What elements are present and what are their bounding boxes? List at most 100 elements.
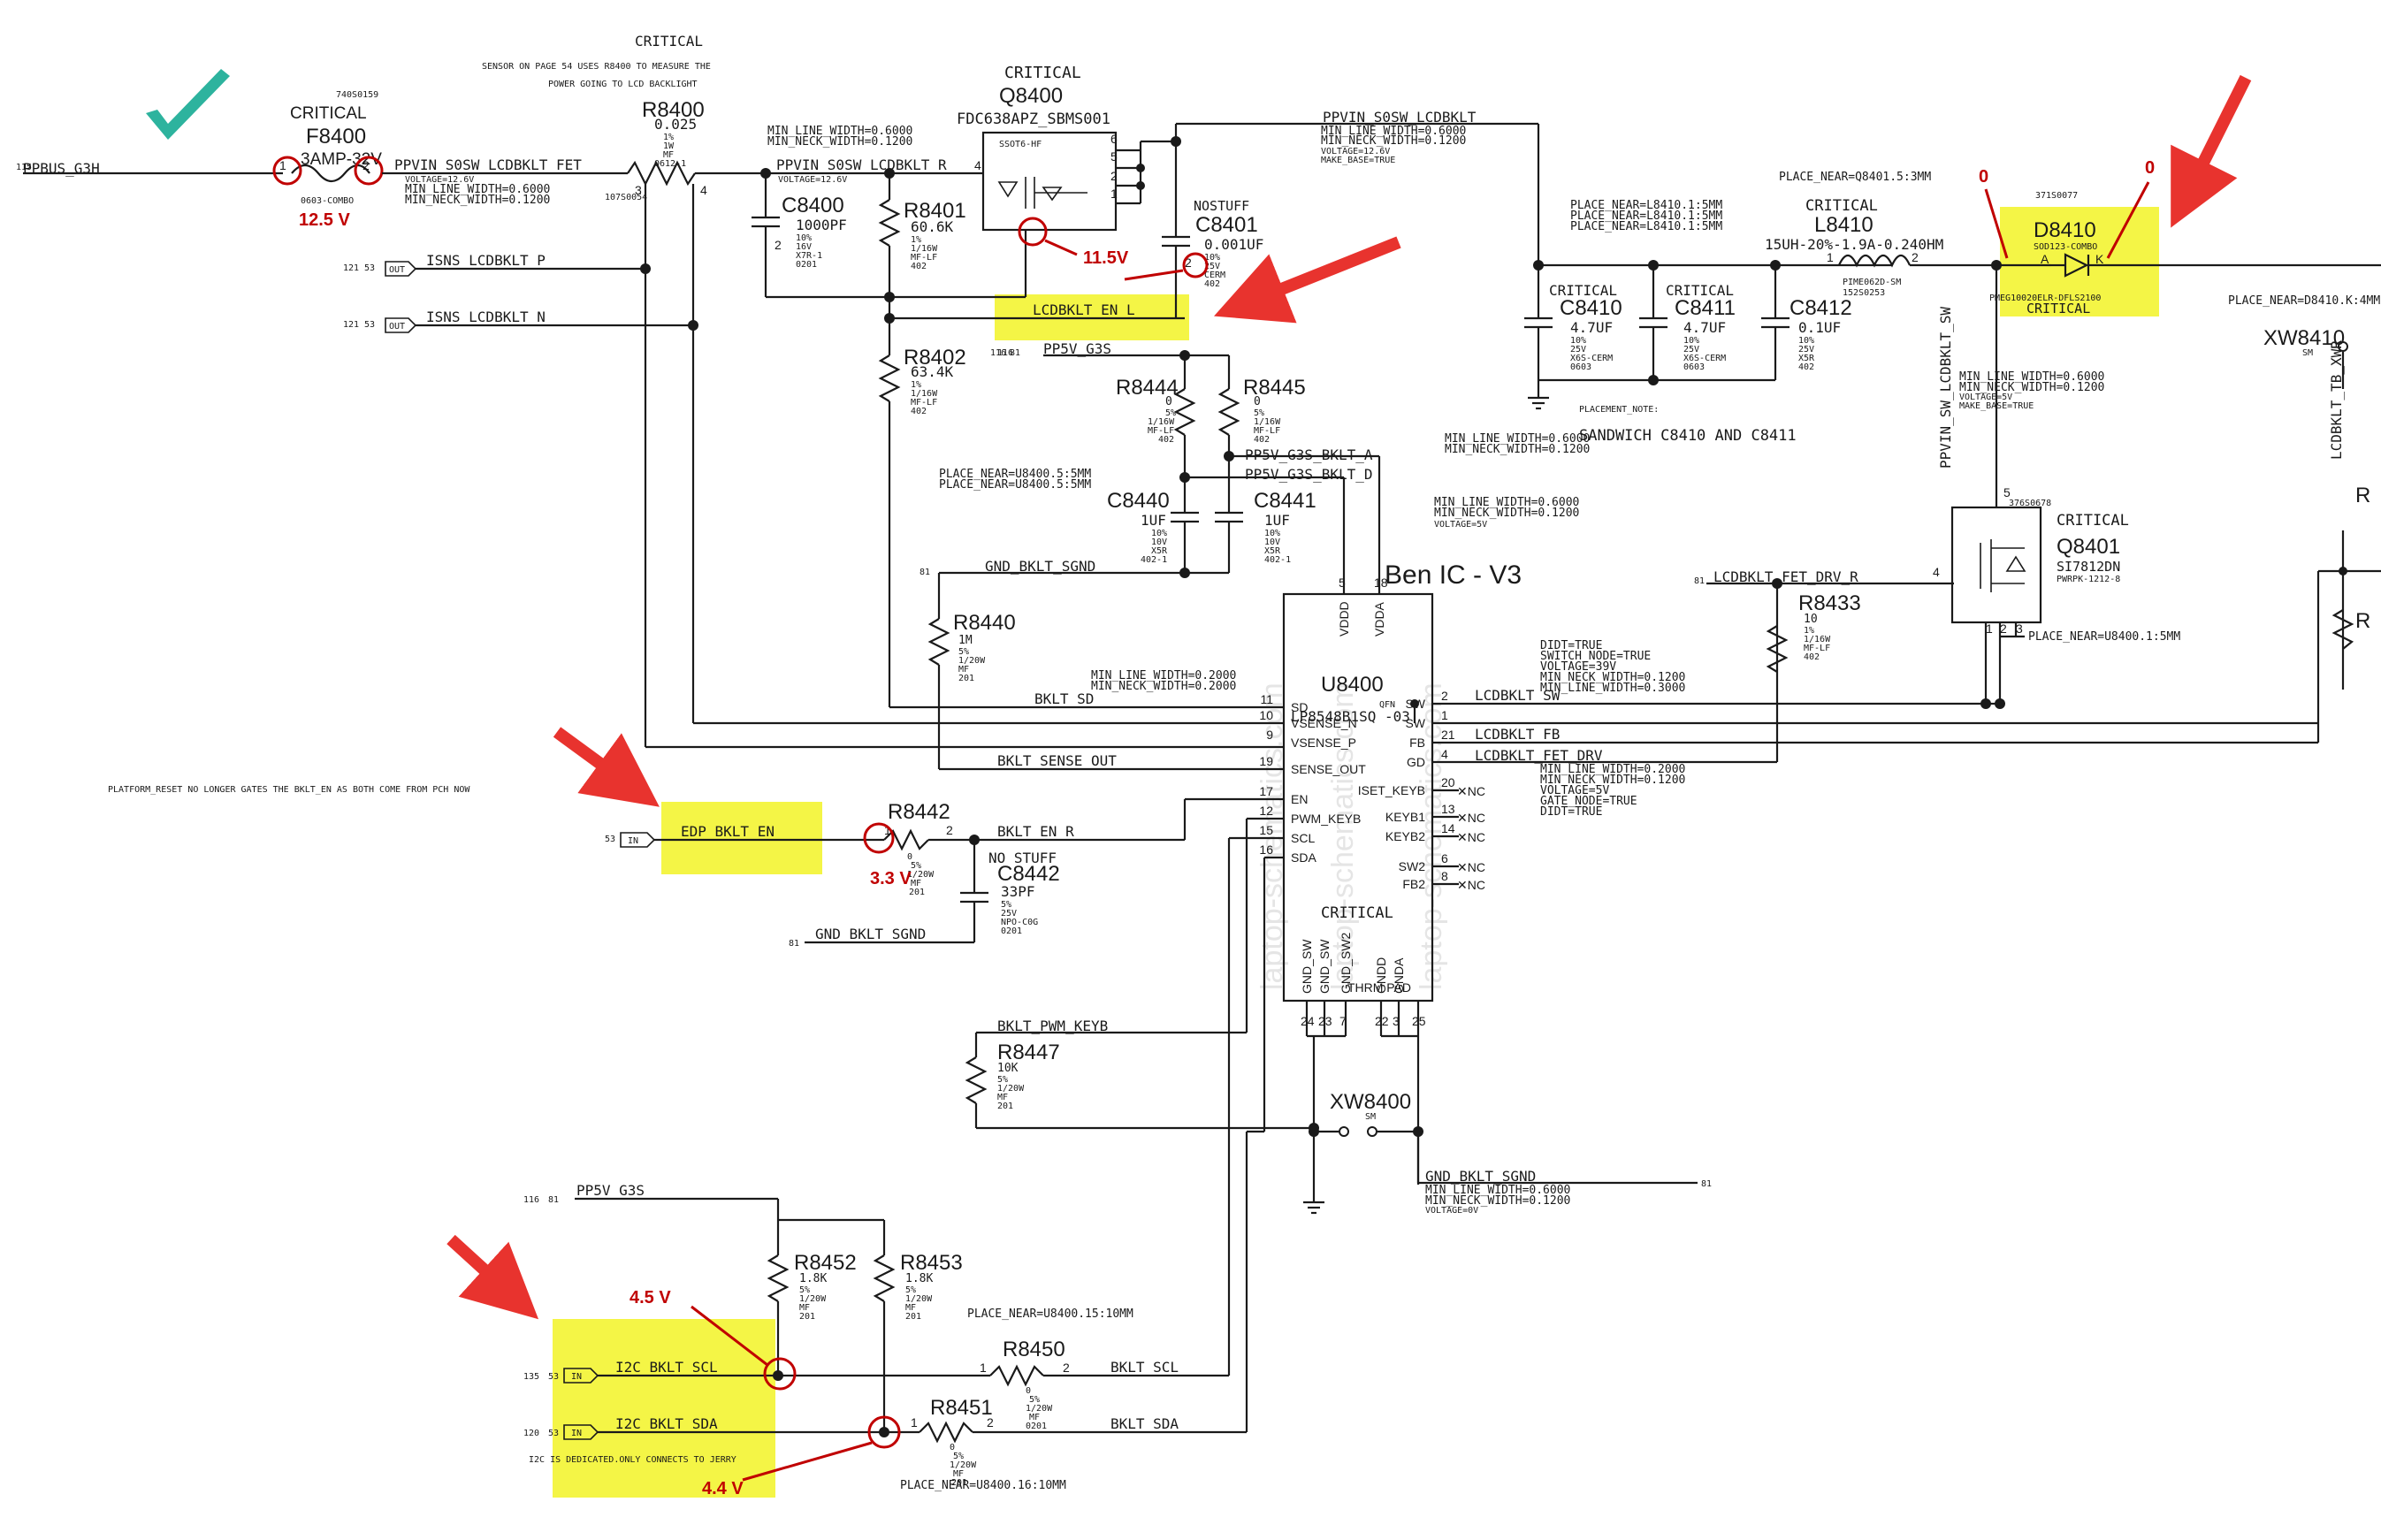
svg-text:MIN_LINE_WIDTH=0.2000: MIN_LINE_WIDTH=0.2000: [1091, 669, 1236, 682]
svg-text:1: 1: [980, 1361, 987, 1375]
svg-text:135: 135: [523, 1372, 539, 1382]
svg-text:MF-LF: MF-LF: [911, 253, 937, 263]
svg-text:MIN_LINE_WIDTH=0.6000: MIN_LINE_WIDTH=0.6000: [767, 125, 912, 138]
svg-text:1.8K: 1.8K: [905, 1272, 933, 1285]
svg-text:201: 201: [997, 1102, 1013, 1111]
probe-circle-fuse-1: [272, 156, 302, 186]
svg-text:VOLTAGE=12.6V: VOLTAGE=12.6V: [778, 175, 847, 185]
svg-text:CRITICAL: CRITICAL: [2026, 301, 2090, 316]
svg-text:4: 4: [974, 158, 981, 172]
svg-text:53: 53: [364, 320, 375, 330]
svg-text:402: 402: [1798, 362, 1814, 372]
svg-text:1/16W: 1/16W: [1804, 635, 1831, 644]
svg-text:201: 201: [909, 888, 925, 897]
probe-circle-gate: [1018, 217, 1048, 247]
ic-pin-num: 6: [1441, 851, 1448, 865]
svg-text:1: 1: [884, 823, 891, 837]
nc-label: ✕NC: [1457, 811, 1485, 825]
svg-text:MF-LF: MF-LF: [1148, 426, 1174, 436]
svg-text:3: 3: [2016, 621, 2023, 636]
svg-text:1.8K: 1.8K: [799, 1272, 827, 1285]
svg-text:VOLTAGE=5V: VOLTAGE=5V: [1959, 393, 2012, 402]
svg-text:MIN_NECK_WIDTH=0.1200: MIN_NECK_WIDTH=0.1200: [1445, 443, 1590, 456]
net-en-l: LCDBKLT_EN_L: [1033, 301, 1135, 318]
svg-text:IN: IN: [571, 1372, 582, 1382]
svg-text:R8433: R8433: [1798, 591, 1861, 615]
svg-text:SM: SM: [2302, 348, 2313, 358]
svg-text:53: 53: [548, 1372, 559, 1382]
svg-text:4.7UF: 4.7UF: [1683, 319, 1726, 336]
svg-text:10%: 10%: [1683, 336, 1699, 346]
svg-text:MIN_LINE_WIDTH=0.3000: MIN_LINE_WIDTH=0.3000: [1540, 682, 1685, 695]
ic-pin-name: ISET_KEYB: [1358, 783, 1425, 797]
ic-pin-name: GNDD: [1374, 957, 1388, 994]
svg-text:K: K: [2095, 252, 2104, 266]
svg-text:2: 2: [775, 238, 782, 252]
svg-text:LCDBKLT_SW: LCDBKLT_SW: [1475, 687, 1561, 704]
svg-text:L8410: L8410: [1814, 213, 1874, 237]
svg-text:0: 0: [1254, 395, 1261, 408]
svg-text:SI7812DN: SI7812DN: [2057, 559, 2120, 575]
svg-text:5%: 5%: [1165, 408, 1176, 418]
svg-text:10%: 10%: [1570, 336, 1586, 346]
annot-scl-voltage: 4.5 V: [630, 1288, 671, 1307]
ic-pin-name: SW2: [1399, 859, 1426, 873]
ic-pin-name: FB: [1409, 736, 1425, 750]
ic-pin-name: GD: [1407, 755, 1425, 769]
ic-pin-name: SW: [1405, 716, 1425, 730]
svg-text:VOLTAGE=12.6V: VOLTAGE=12.6V: [1321, 147, 1390, 156]
svg-text:D8410: D8410: [2034, 218, 2096, 242]
svg-text:81: 81: [1701, 1179, 1712, 1189]
svg-text:1/20W: 1/20W: [905, 1294, 933, 1304]
svg-text:15UH-20%-1.9A-0.240HM: 15UH-20%-1.9A-0.240HM: [1765, 236, 1943, 253]
annot-en-voltage: 3.3 V: [870, 869, 912, 888]
svg-text:0: 0: [1165, 395, 1172, 408]
svg-text:5%: 5%: [1029, 1395, 1040, 1405]
svg-text:1%: 1%: [1804, 626, 1814, 636]
svg-text:PP5V_G3S: PP5V_G3S: [576, 1182, 645, 1199]
svg-text:121: 121: [343, 263, 359, 273]
svg-text:1: 1: [1986, 621, 1993, 636]
svg-text:3: 3: [635, 183, 642, 197]
svg-text:25V: 25V: [1001, 909, 1017, 919]
svg-text:201: 201: [951, 1478, 967, 1488]
svg-text:MF: MF: [1029, 1413, 1040, 1422]
ic-pin-num: 18: [1374, 576, 1388, 590]
nc-label: ✕NC: [1457, 830, 1485, 844]
svg-text:1/20W: 1/20W: [1026, 1404, 1053, 1414]
mid-left: R8402 63.4K 1% 1/16W MF-LF 402 116 PP5V_…: [645, 318, 1381, 771]
ic-pin-name: VDDD: [1337, 601, 1351, 637]
svg-text:R8451: R8451: [930, 1396, 993, 1420]
ic-pin-num: 7: [1339, 1014, 1347, 1028]
svg-text:6: 6: [1110, 132, 1118, 146]
ic-pin-name: GNDA: [1392, 957, 1406, 994]
svg-text:R8440: R8440: [953, 611, 1016, 635]
svg-text:MIN_NECK_WIDTH=0.1200: MIN_NECK_WIDTH=0.1200: [767, 135, 912, 149]
svg-text:402-1: 402-1: [1141, 555, 1167, 565]
check-icon: [146, 69, 230, 140]
annot-d8410-k: 0: [2145, 158, 2155, 178]
svg-text:10V: 10V: [1264, 537, 1280, 547]
svg-text:0603-COMBO: 0603-COMBO: [301, 196, 354, 206]
svg-text:R8453: R8453: [900, 1251, 963, 1275]
svg-text:1/16W: 1/16W: [911, 389, 938, 399]
svg-text:120: 120: [523, 1429, 539, 1438]
svg-text:1M: 1M: [958, 634, 973, 647]
svg-text:402: 402: [1204, 279, 1220, 289]
svg-text:XW8400: XW8400: [1330, 1090, 1411, 1114]
probe-circle-scl: [763, 1357, 797, 1391]
svg-text:U8400: U8400: [1321, 673, 1384, 697]
svg-text:10K: 10K: [997, 1062, 1019, 1075]
svg-text:MAKE_BASE=TRUE: MAKE_BASE=TRUE: [1959, 401, 2034, 411]
svg-text:53: 53: [364, 263, 375, 273]
ic-pin-name: GND_SW: [1317, 939, 1332, 994]
svg-text:LP8548B1SQ -03: LP8548B1SQ -03: [1291, 708, 1410, 725]
ic-pin-name: GND_SW: [1300, 939, 1314, 994]
svg-text:402: 402: [911, 262, 927, 271]
ic-u8400: Ben IC - V3 U8400 QFN LP8548B1SQ -03 CRI…: [1259, 560, 1522, 1028]
ic-pins: 11SD10VSENSE_N9VSENSE_P19SENSE_OUT17EN12…: [1259, 576, 1454, 1028]
platform-note: PLATFORM_RESET NO LONGER GATES THE BKLT_…: [108, 785, 470, 795]
ic-pin-num: 12: [1259, 804, 1273, 818]
svg-text:MIN_LINE_WIDTH=0.6000: MIN_LINE_WIDTH=0.6000: [1434, 496, 1579, 509]
